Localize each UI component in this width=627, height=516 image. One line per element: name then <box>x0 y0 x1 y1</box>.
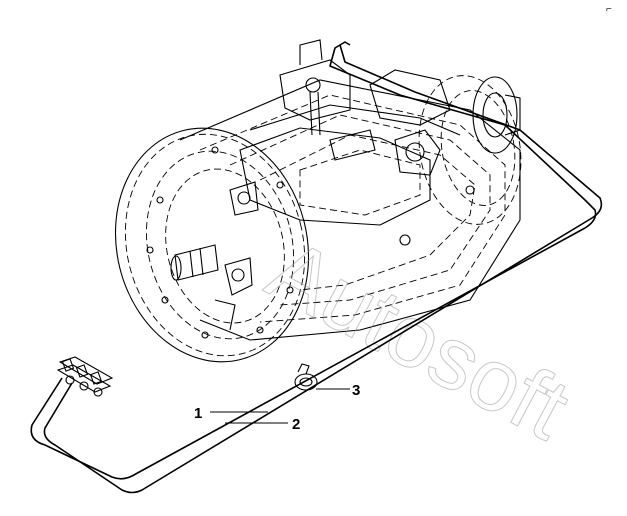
air-line-pipes <box>30 41 603 494</box>
connector-fittings <box>56 356 114 397</box>
pipe-2 <box>43 44 603 494</box>
pipe-1 <box>30 41 597 480</box>
corner-mark: ⌐ <box>606 4 612 15</box>
gearbox-assembly <box>114 39 522 363</box>
callout-label-3: 3 <box>352 382 360 399</box>
callout-leaders <box>210 388 350 424</box>
callout-label-2: 2 <box>292 416 300 433</box>
pipe-clamp <box>294 363 318 391</box>
callout-label-1: 1 <box>194 405 202 422</box>
